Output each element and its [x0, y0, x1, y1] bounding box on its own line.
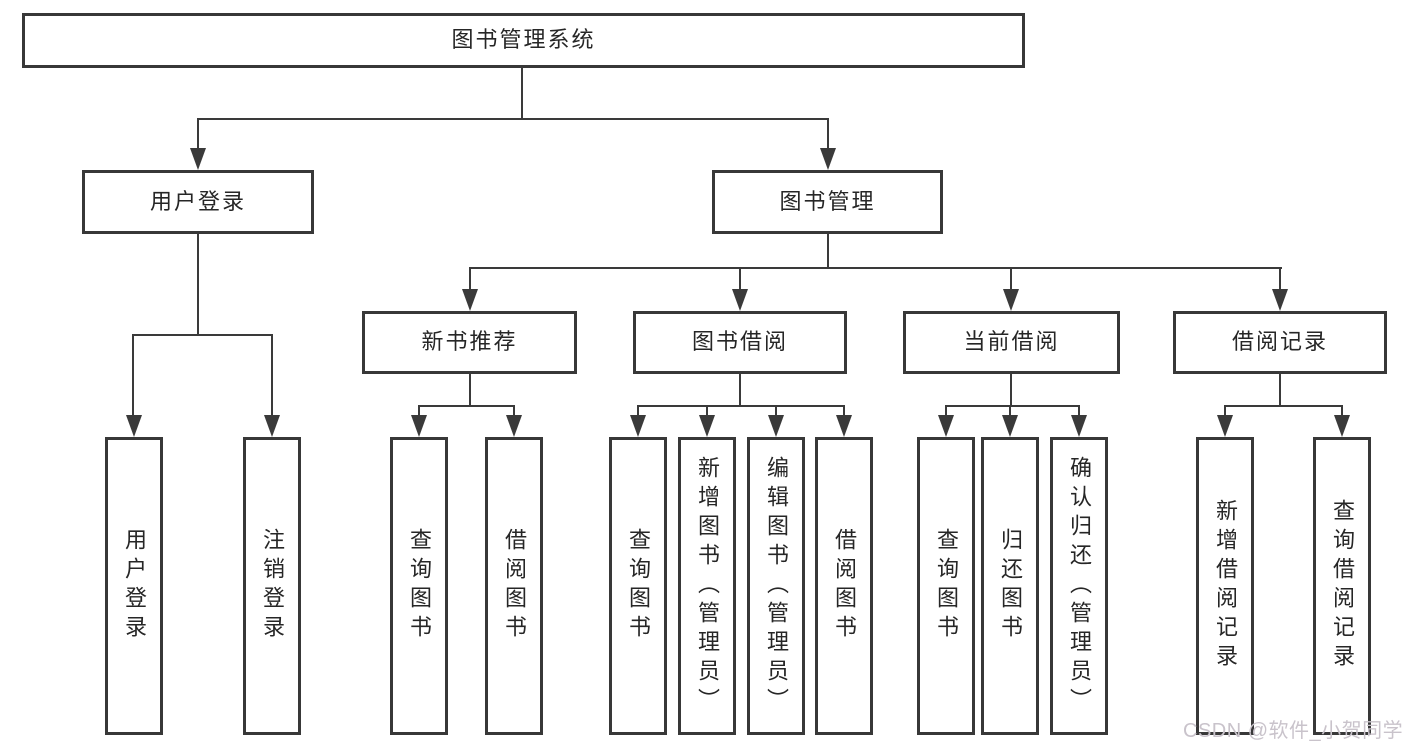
- arrowhead-br-add: [1217, 415, 1233, 437]
- arrowhead-leaf-logout: [264, 415, 280, 437]
- leaf-cb-query-books-label: 查询图书: [934, 528, 959, 644]
- arrowhead-current-borrow: [1003, 289, 1019, 311]
- node-root-library-system: 图书管理系统: [22, 13, 1025, 68]
- arrowhead-cb-query: [938, 415, 954, 437]
- connector-book-borrow-crossbar: [637, 405, 845, 407]
- leaf-logout-label: 注销登录: [260, 528, 285, 644]
- arrowhead-book-mgmt: [820, 148, 836, 170]
- node-borrowing-records: 借阅记录: [1173, 311, 1387, 374]
- node-book-management: 图书管理: [712, 170, 943, 234]
- node-new-book-recommendation-label: 新书推荐: [421, 329, 518, 355]
- node-current-borrowing-label: 当前借阅: [963, 329, 1060, 355]
- arrowhead-user-login: [190, 148, 206, 170]
- leaf-cb-return-books-label: 归还图书: [998, 528, 1023, 644]
- leaf-bb-edit-books-admin: 编辑图书（管理员）: [747, 437, 805, 735]
- leaf-user-login-label: 用户登录: [122, 528, 147, 644]
- connector-new-books-stem: [469, 374, 471, 407]
- node-borrowing-records-label: 借阅记录: [1231, 329, 1328, 355]
- arrowhead-nb-borrow: [506, 415, 522, 437]
- leaf-br-add-record: 新增借阅记录: [1196, 437, 1254, 735]
- connector-drop-leaf-logout: [271, 334, 273, 417]
- connector-drop-cb-confirm: [1078, 405, 1080, 417]
- connector-new-books-crossbar: [418, 405, 515, 407]
- leaf-bb-edit-books-admin-label: 编辑图书（管理员）: [764, 455, 789, 717]
- connector-drop-user-login: [197, 118, 199, 150]
- connector-drop-nb-query: [418, 405, 420, 417]
- connector-drop-cb-query: [945, 405, 947, 417]
- leaf-bb-query-books-label: 查询图书: [626, 528, 651, 644]
- leaf-nb-borrow-books: 借阅图书: [485, 437, 543, 735]
- leaf-bb-query-books: 查询图书: [609, 437, 667, 735]
- connector-drop-nb-borrow: [513, 405, 515, 417]
- connector-user-login-stem: [197, 234, 199, 336]
- node-book-borrowing-label: 图书借阅: [691, 329, 788, 355]
- connector-book-borrow-stem: [739, 374, 741, 407]
- connector-drop-br-query: [1341, 405, 1343, 417]
- leaf-br-query-record-label: 查询借阅记录: [1330, 499, 1355, 673]
- connector-borrow-records-stem: [1279, 374, 1281, 407]
- node-new-book-recommendation: 新书推荐: [362, 311, 577, 374]
- connector-drop-bb-borrow: [843, 405, 845, 417]
- arrowhead-bb-edit: [768, 415, 784, 437]
- leaf-bb-borrow-books-label: 借阅图书: [832, 528, 857, 644]
- arrowhead-cb-confirm: [1071, 415, 1087, 437]
- arrowhead-bb-add: [699, 415, 715, 437]
- connector-current-borrow-stem: [1010, 374, 1012, 407]
- connector-drop-bb-edit: [775, 405, 777, 417]
- node-book-borrowing: 图书借阅: [633, 311, 847, 374]
- arrowhead-bb-query: [630, 415, 646, 437]
- leaf-cb-return-books: 归还图书: [981, 437, 1039, 735]
- leaf-bb-add-books-admin: 新增图书（管理员）: [678, 437, 736, 735]
- arrowhead-new-books: [462, 289, 478, 311]
- arrowhead-leaf-login: [126, 415, 142, 437]
- connector-drop-book-mgmt: [827, 118, 829, 150]
- leaf-logout: 注销登录: [243, 437, 301, 735]
- arrowhead-br-query: [1334, 415, 1350, 437]
- connector-user-login-crossbar: [132, 334, 273, 336]
- leaf-user-login: 用户登录: [105, 437, 163, 735]
- leaf-bb-borrow-books: 借阅图书: [815, 437, 873, 735]
- connector-book-mgmt-crossbar: [469, 267, 1282, 269]
- leaf-cb-query-books: 查询图书: [917, 437, 975, 735]
- connector-drop-new-books: [469, 267, 471, 291]
- connector-root-stem: [521, 67, 523, 119]
- connector-drop-bb-query: [637, 405, 639, 417]
- node-book-management-label: 图书管理: [779, 188, 876, 214]
- connector-book-mgmt-stem: [827, 234, 829, 269]
- connector-drop-cb-return: [1009, 405, 1011, 417]
- arrowhead-cb-return: [1002, 415, 1018, 437]
- arrowhead-book-borrow: [732, 289, 748, 311]
- leaf-br-query-record: 查询借阅记录: [1313, 437, 1371, 735]
- leaf-nb-query-books: 查询图书: [390, 437, 448, 735]
- connector-borrow-records-crossbar: [1224, 405, 1343, 407]
- node-user-login-label: 用户登录: [149, 188, 246, 214]
- leaf-bb-add-books-admin-label: 新增图书（管理员）: [695, 455, 720, 717]
- csdn-watermark: CSDN @软件_小贺同学: [1183, 720, 1404, 742]
- connector-drop-current-borrow: [1010, 267, 1012, 291]
- connector-drop-br-add: [1224, 405, 1226, 417]
- connector-drop-leaf-login: [132, 334, 134, 417]
- arrowhead-borrow-records: [1272, 289, 1288, 311]
- leaf-nb-borrow-books-label: 借阅图书: [502, 528, 527, 644]
- node-current-borrowing: 当前借阅: [903, 311, 1120, 374]
- node-user-login: 用户登录: [82, 170, 314, 234]
- connector-drop-borrow-records: [1279, 267, 1281, 291]
- connector-drop-book-borrow: [739, 267, 741, 291]
- arrowhead-bb-borrow: [836, 415, 852, 437]
- leaf-br-add-record-label: 新增借阅记录: [1213, 499, 1238, 673]
- arrowhead-nb-query: [411, 415, 427, 437]
- connector-current-borrow-crossbar: [945, 405, 1079, 407]
- connector-root-crossbar: [197, 118, 829, 120]
- leaf-cb-confirm-return-admin: 确认归还（管理员）: [1050, 437, 1108, 735]
- connector-drop-bb-add: [706, 405, 708, 417]
- leaf-cb-confirm-return-admin-label: 确认归还（管理员）: [1067, 455, 1092, 717]
- node-root-label: 图书管理系统: [451, 27, 596, 53]
- leaf-nb-query-books-label: 查询图书: [407, 528, 432, 644]
